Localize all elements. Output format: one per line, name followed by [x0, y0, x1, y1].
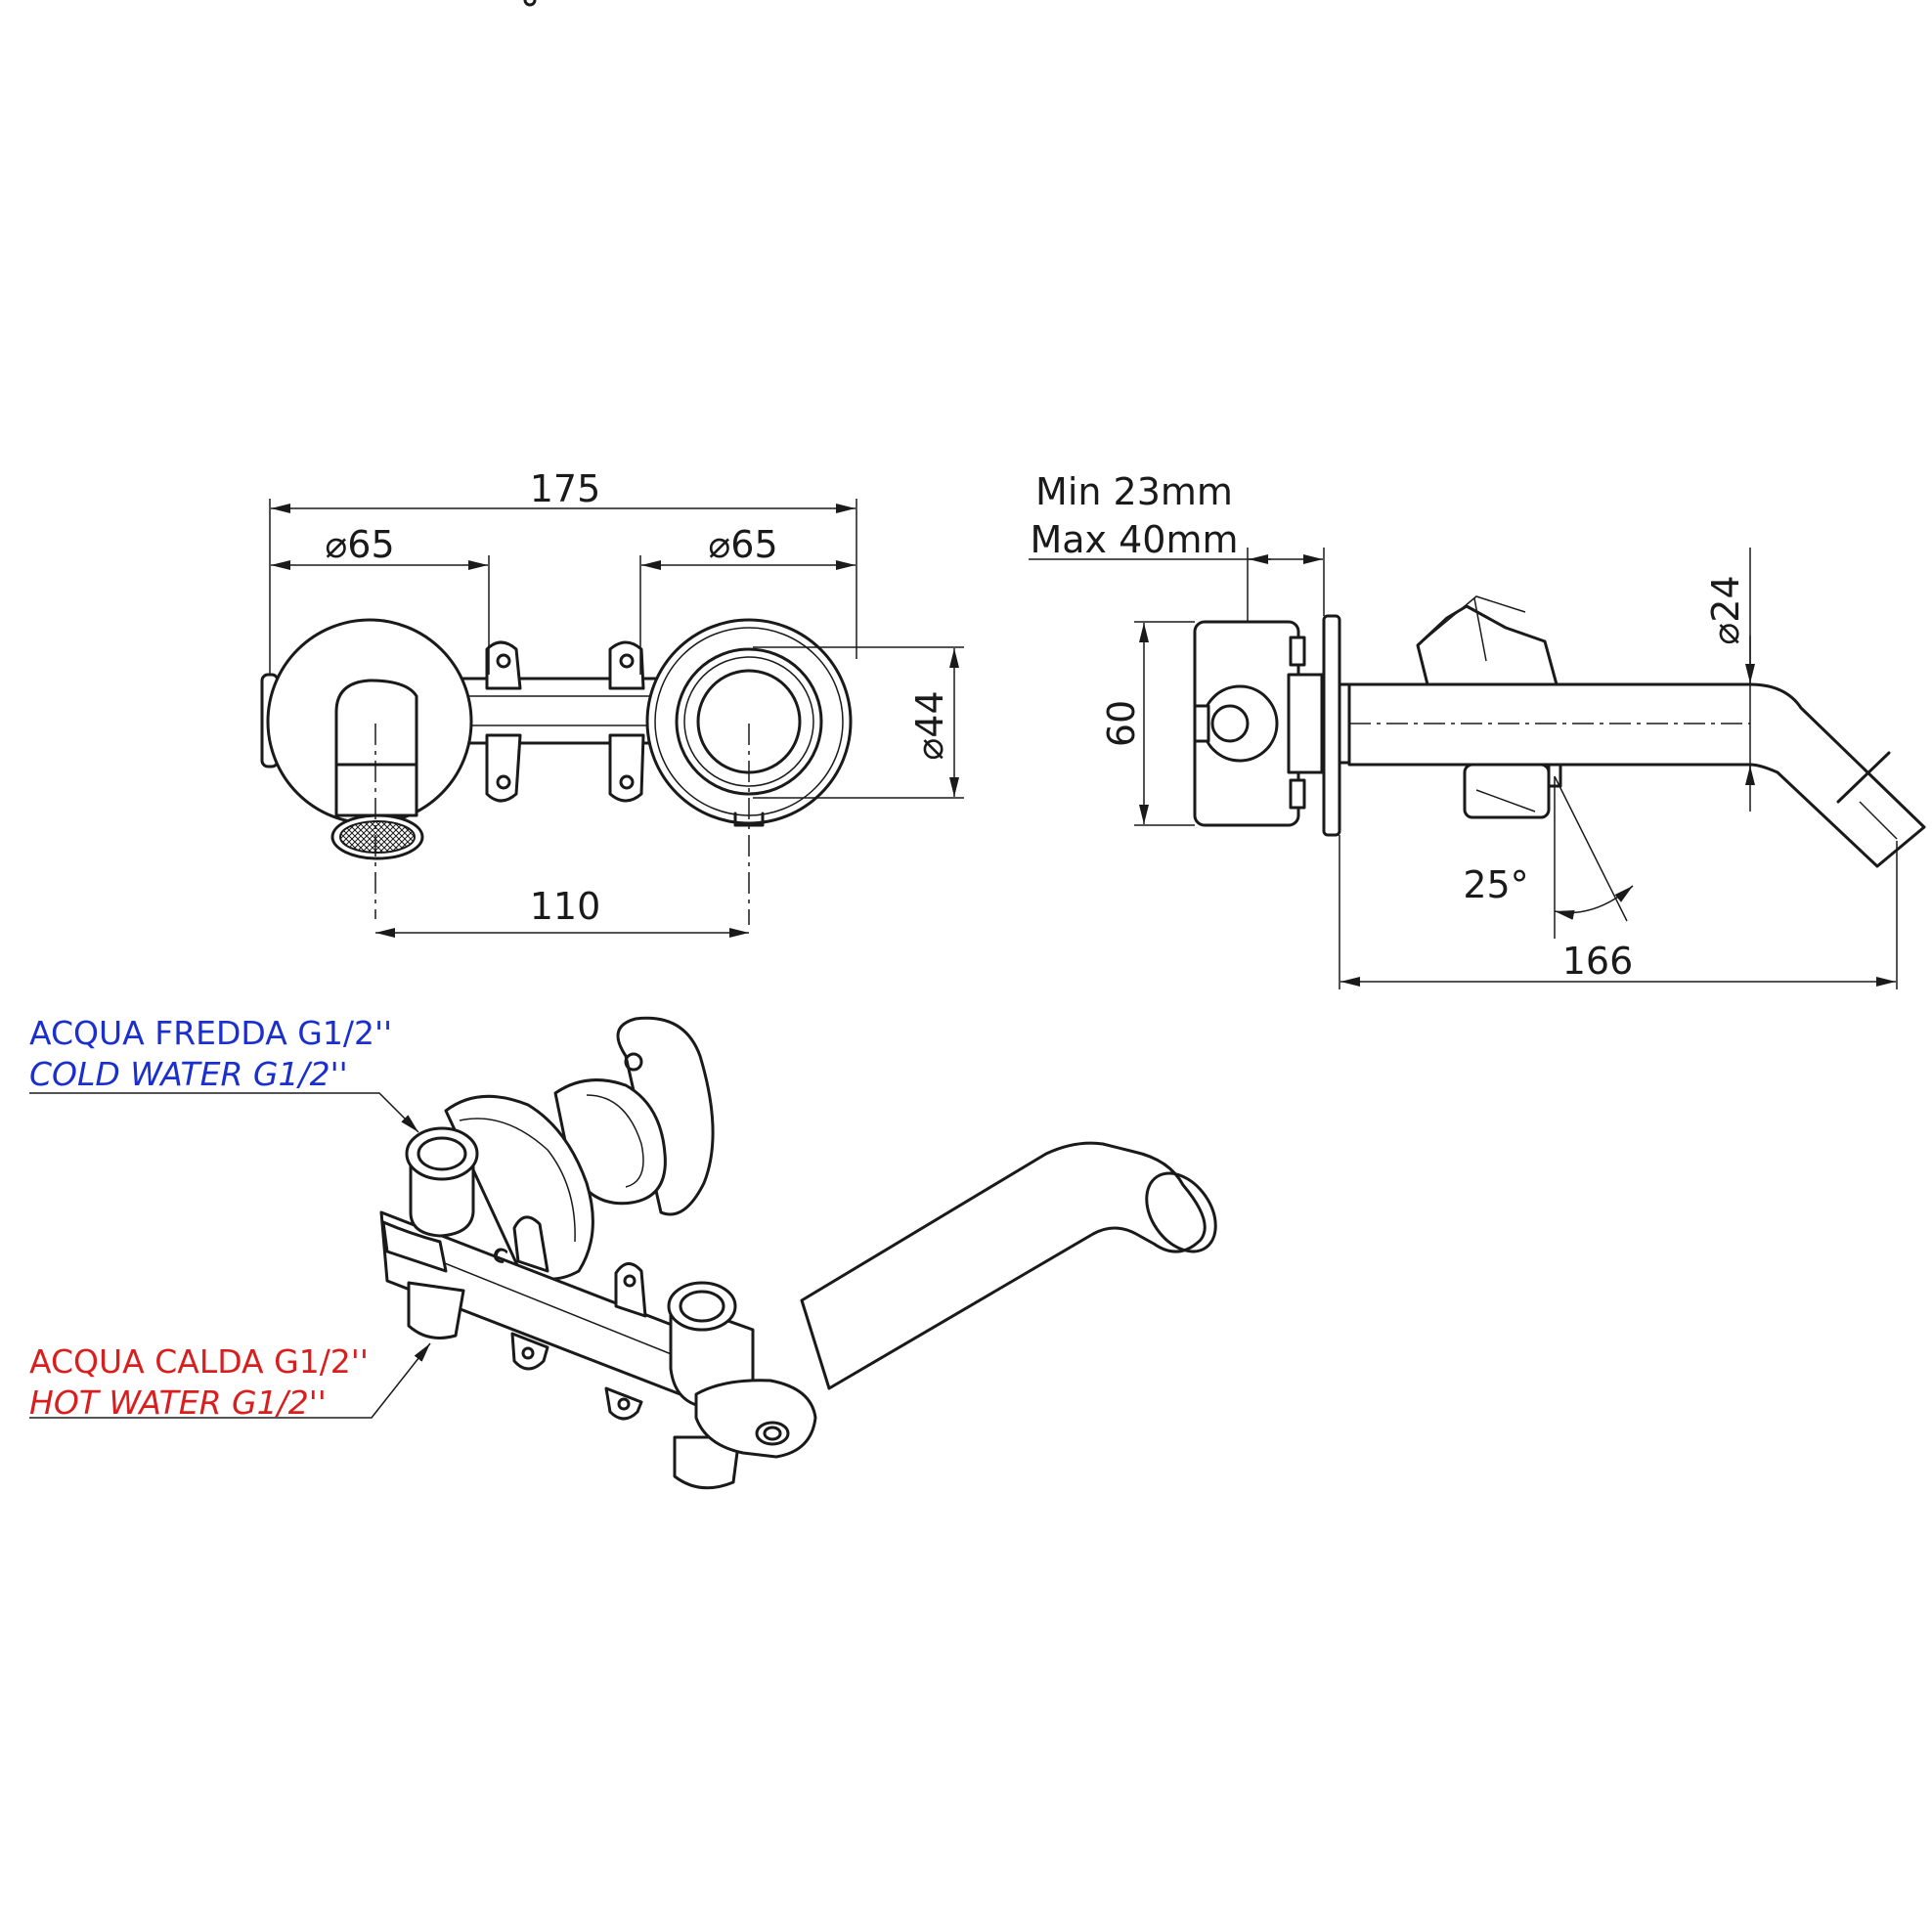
iso-left-rosette: [444, 1094, 594, 1281]
lever-handle[interactable]: [1416, 604, 1559, 686]
isometric-view: C: [379, 0, 1217, 1490]
iso-spout: [800, 1141, 1207, 1390]
wall-plate: [1322, 614, 1341, 837]
spout-front: [334, 679, 418, 817]
dim-diameter-44: ⌀44: [908, 690, 951, 760]
dim-diameter-24: ⌀24: [1704, 575, 1747, 644]
dim-60: 60: [1100, 700, 1143, 747]
mounting-lug-right: [608, 640, 645, 803]
iso-nut: [755, 1421, 790, 1446]
side-view: 25° Min 23mm Max 40mm 60 ⌀24 166: [1029, 470, 1926, 989]
dim-diameter-65-left: ⌀65: [325, 523, 394, 566]
label-cold-en: COLD WATER G1/2'': [29, 1055, 348, 1093]
front-view: 175 ⌀65 ⌀65 ⌀44 110: [260, 467, 964, 938]
dim-166: 166: [1562, 940, 1634, 983]
mounting-lug-left: [485, 640, 522, 803]
iso-back-rosette: [616, 1016, 715, 1216]
label-cold-it: ACQUA FREDDA G1/2'': [29, 1014, 392, 1052]
spout-side: [1347, 682, 1926, 868]
dim-110: 110: [530, 885, 601, 928]
dim-diameter-65-right: ⌀65: [708, 523, 777, 566]
label-hot-it: ACQUA CALDA G1/2'': [29, 1342, 369, 1381]
iso-hot-inlet: [407, 1281, 465, 1339]
dim-wall-min: Min 23mm: [1035, 470, 1233, 513]
iso-cold-inlet: [405, 1126, 479, 1181]
label-hot-en: HOT WATER G1/2'': [29, 1383, 327, 1422]
dim-wall-max: Max 40mm: [1030, 518, 1238, 561]
dim-angle-25: 25°: [1463, 863, 1528, 906]
aerator: [339, 820, 416, 854]
iso-right-valve: [667, 1281, 737, 1332]
callout-hot: ACQUA CALDA G1/2'' HOT WATER G1/2'': [29, 1342, 431, 1422]
callout-cold: ACQUA FREDDA G1/2'' COLD WATER G1/2'': [29, 1014, 419, 1133]
dim-175: 175: [530, 467, 601, 510]
